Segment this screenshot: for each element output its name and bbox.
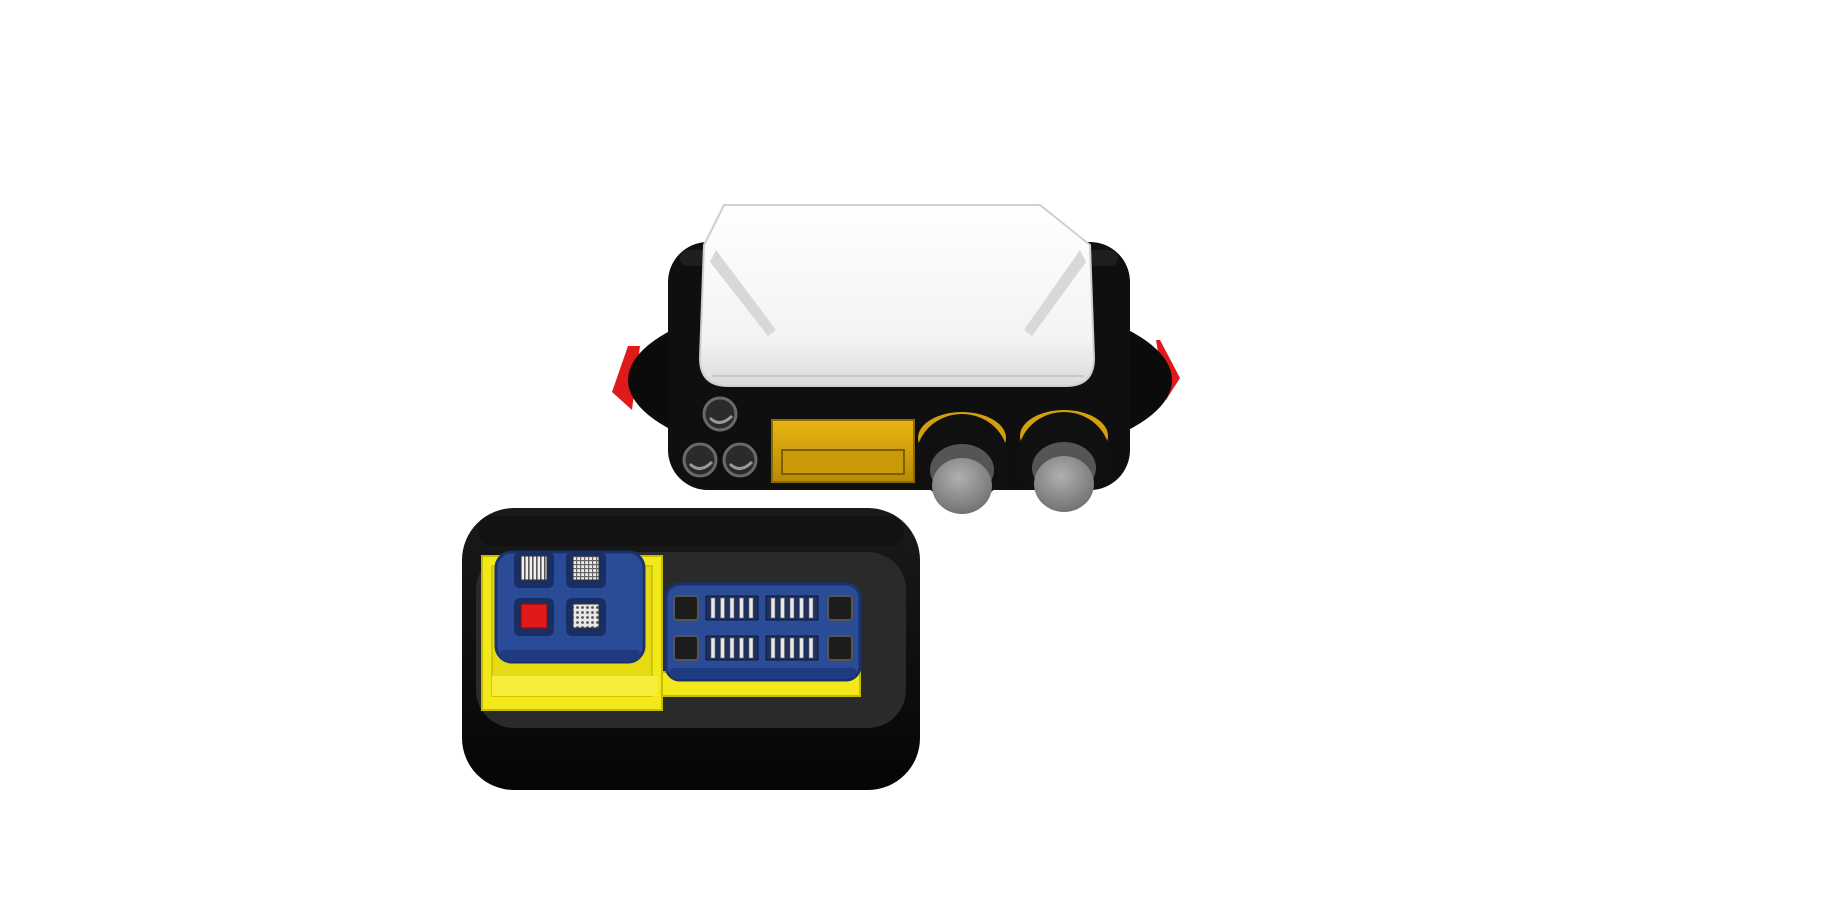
connector-pin — [739, 597, 744, 619]
gold-window-inner — [781, 449, 905, 475]
corner-pad-tr — [827, 595, 853, 621]
connector-pin — [799, 597, 804, 619]
connector-group — [765, 595, 819, 621]
key-top-right — [566, 552, 606, 588]
connector-pin — [748, 637, 754, 659]
dome-facet-right — [1024, 250, 1086, 336]
connector-pin — [720, 597, 725, 619]
connector-pin — [710, 637, 716, 659]
tray-rim-shadow — [478, 516, 904, 546]
knob-right — [1018, 410, 1110, 512]
corner-pad-tl — [673, 595, 699, 621]
port-bottom-left — [682, 442, 718, 478]
connector-pin — [780, 597, 785, 619]
connector-pin — [789, 597, 795, 619]
upper-device — [612, 204, 1180, 514]
connector-pin — [808, 637, 814, 659]
connector-pin — [808, 597, 814, 619]
connector-group — [705, 595, 759, 621]
connector-groups — [705, 595, 819, 661]
connector-pin — [789, 637, 795, 659]
lower-tray — [462, 508, 920, 790]
connector-group — [705, 635, 759, 661]
connector-pin — [720, 637, 725, 659]
left-board-assembly — [481, 550, 663, 711]
key-top-left — [514, 552, 554, 588]
connector-pin — [729, 597, 735, 619]
corner-pad-br — [827, 635, 853, 661]
connector-pin — [710, 597, 716, 619]
corner-pad-bl — [673, 635, 699, 661]
knob-left — [916, 412, 1008, 514]
connector-pin — [780, 637, 785, 659]
connector-pin — [748, 597, 754, 619]
connector-group — [765, 635, 819, 661]
right-board-assembly — [661, 582, 862, 697]
port-bottom-right — [722, 442, 758, 478]
key-bottom-right — [566, 598, 606, 636]
connector-pin — [770, 597, 776, 619]
white-dome — [698, 204, 1096, 387]
dome-facet-left — [710, 250, 776, 336]
connector-pin — [729, 637, 735, 659]
key-bottom-left-red — [514, 598, 554, 636]
connector-pin — [739, 637, 744, 659]
connector-pin — [770, 637, 776, 659]
small-ports — [682, 396, 758, 478]
port-top — [702, 396, 738, 432]
connector-pin — [799, 637, 804, 659]
